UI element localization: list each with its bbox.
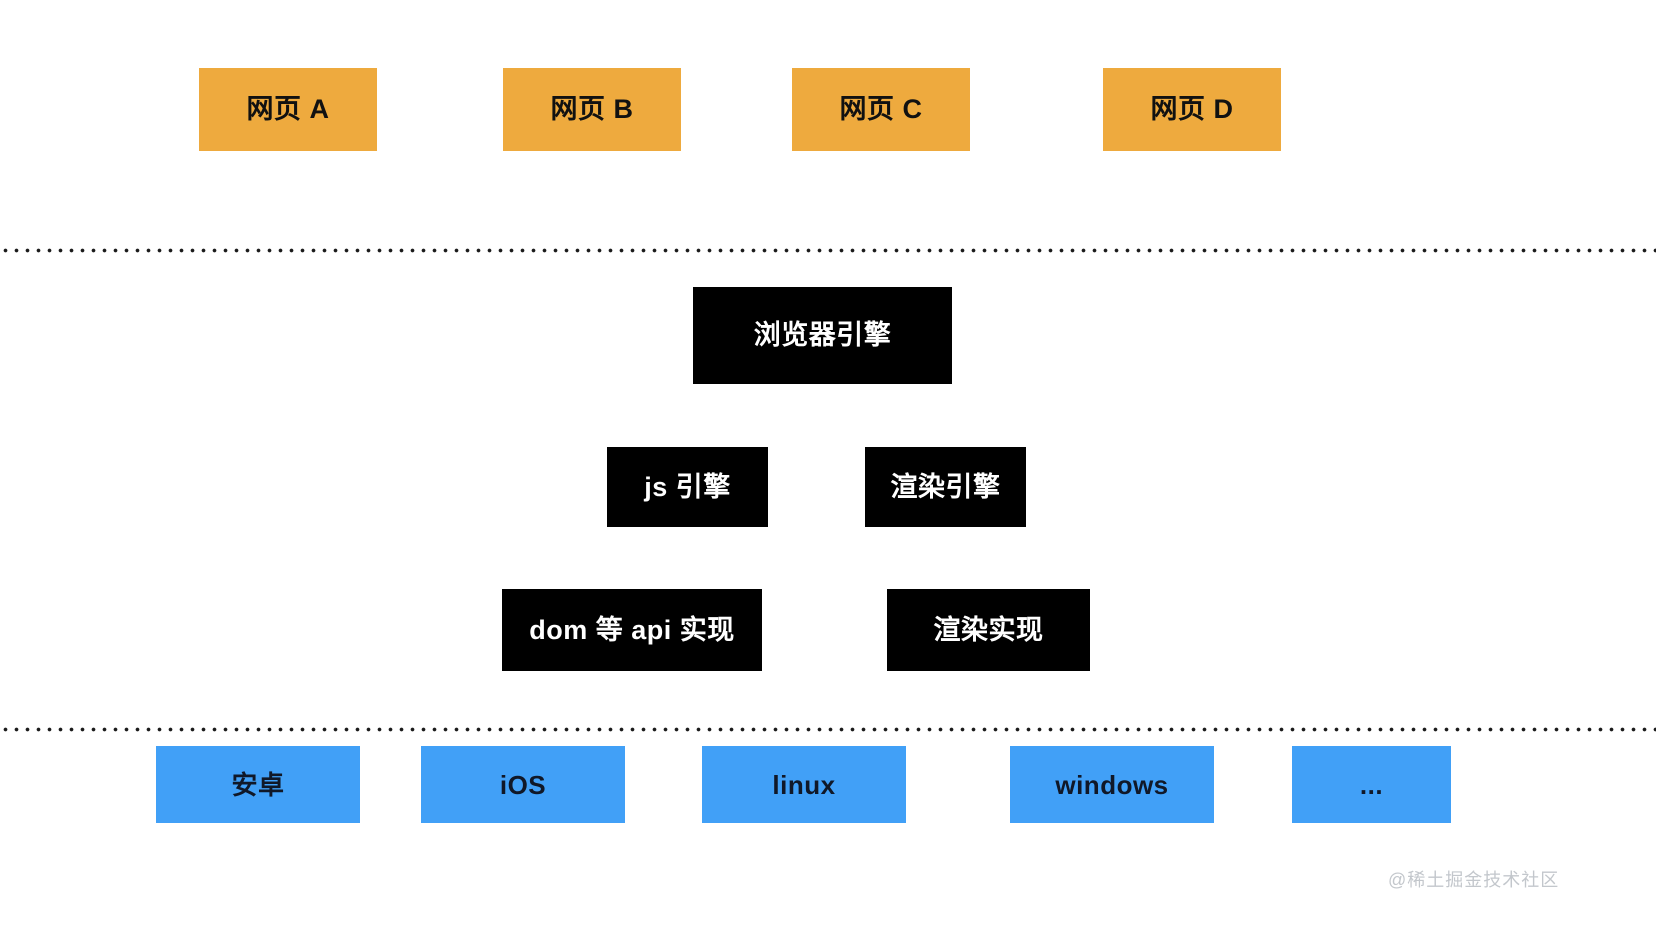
web-page-box-a[interactable]: 网页 A [199,68,377,151]
os-box-android[interactable]: 安卓 [156,746,360,823]
os-box-ios[interactable]: iOS [421,746,625,823]
web-page-box-d[interactable]: 网页 D [1103,68,1281,151]
render-engine-box[interactable]: 渲染引擎 [865,447,1026,527]
dom-api-impl-box[interactable]: dom 等 api 实现 [502,589,762,671]
watermark: @稀土掘金技术社区 [1388,870,1560,890]
os-box-windows[interactable]: windows [1010,746,1214,823]
web-engine-divider [0,248,1656,253]
os-box-linux[interactable]: linux [702,746,906,823]
render-impl-box[interactable]: 渲染实现 [887,589,1090,671]
web-page-box-c[interactable]: 网页 C [792,68,970,151]
web-page-box-b[interactable]: 网页 B [503,68,681,151]
js-engine-box[interactable]: js 引擎 [607,447,768,527]
engine-os-divider [0,727,1656,732]
os-box-more[interactable]: ... [1292,746,1451,823]
browser-engine-box[interactable]: 浏览器引擎 [693,287,952,384]
